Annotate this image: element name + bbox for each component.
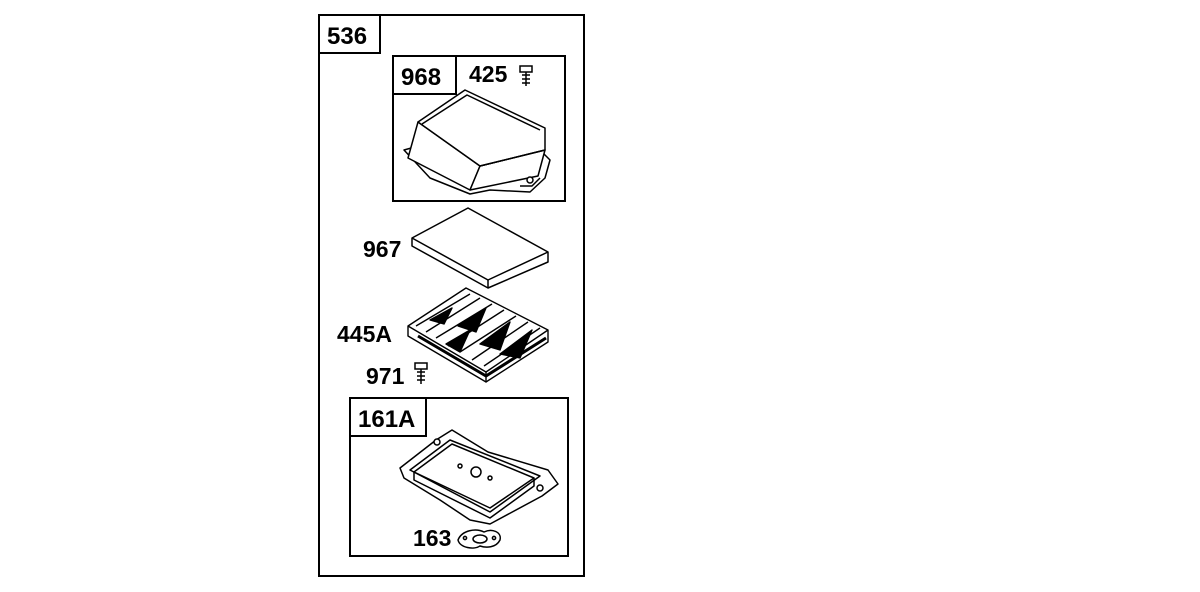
filter-label: 445A — [337, 321, 392, 347]
base-kit-frame — [349, 397, 569, 557]
kit-frame — [318, 14, 585, 577]
gasket-icon — [457, 529, 501, 549]
kit-label-box — [318, 14, 381, 54]
screw-top-label: 425 — [469, 61, 508, 87]
base-kit-number-label: 161A — [358, 406, 415, 433]
base-kit-label-box — [349, 397, 427, 437]
base-icon — [399, 429, 559, 525]
screw-filter-icon — [414, 362, 428, 384]
filter-icon — [407, 287, 549, 383]
cover-icon — [403, 89, 551, 195]
cover-kit-label-box — [392, 55, 457, 95]
precleaner-label: 967 — [363, 236, 401, 262]
kit-number-label: 536 — [327, 23, 367, 50]
cover-kit-number-label: 968 — [401, 64, 441, 91]
gasket-label: 163 — [413, 525, 451, 551]
screw-filter-label: 971 — [366, 363, 405, 389]
screw-top-icon — [519, 65, 533, 86]
precleaner-icon — [411, 207, 549, 289]
cover-kit-frame — [392, 55, 566, 202]
